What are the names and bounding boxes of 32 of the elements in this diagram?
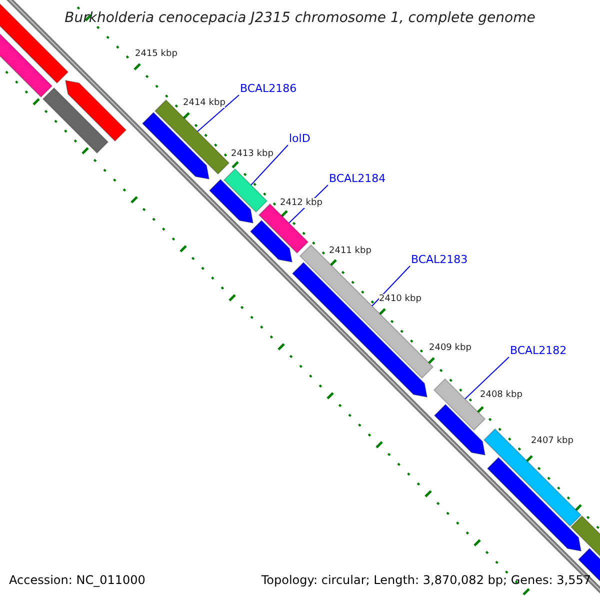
gene-bar — [434, 404, 486, 456]
scale-label: 2409 kbp — [429, 343, 472, 354]
gene-label: BCAL2186 — [240, 83, 297, 96]
gene-label: BCAL2184 — [329, 173, 386, 186]
gene-bar — [142, 112, 210, 180]
scale-label: 2413 kbp — [231, 149, 274, 160]
scale-label: 2412 kbp — [280, 198, 322, 208]
gene-bar — [154, 99, 230, 175]
scale-label: 2407 kbp — [531, 436, 574, 446]
scale-label: 2415 kbp — [135, 49, 178, 60]
scale-label: 2411 kbp — [329, 246, 372, 256]
gene-bar — [250, 220, 293, 263]
gene-bar — [483, 428, 582, 527]
leader-line — [464, 356, 510, 400]
gene-bar — [42, 87, 109, 154]
gene-label: BCAL2183 — [411, 254, 468, 267]
scale-label: 2414 kbp — [183, 98, 226, 108]
gene-bar — [223, 168, 268, 213]
gene-bar — [292, 262, 428, 398]
leader-line — [372, 266, 410, 306]
scale-label: 2410 kbp — [379, 294, 422, 304]
gene-bar — [208, 178, 254, 224]
gene-bar — [486, 456, 582, 552]
title: Burkholderia cenocepacia J2315 chromosome 1, complete genome — [64, 10, 536, 26]
leader-line — [197, 94, 240, 132]
leader-line — [250, 144, 288, 186]
gene-label: lolD — [289, 133, 310, 146]
accession-text: Accession: NC_011000 — [9, 574, 146, 588]
gene-bar — [64, 80, 127, 142]
genome-info-text: Topology: circular; Length: 3,870,082 bp; Genes: 3,557 — [261, 574, 591, 588]
scale-label: 2408 kbp — [480, 390, 522, 400]
gene-label: BCAL2182 — [510, 345, 567, 358]
